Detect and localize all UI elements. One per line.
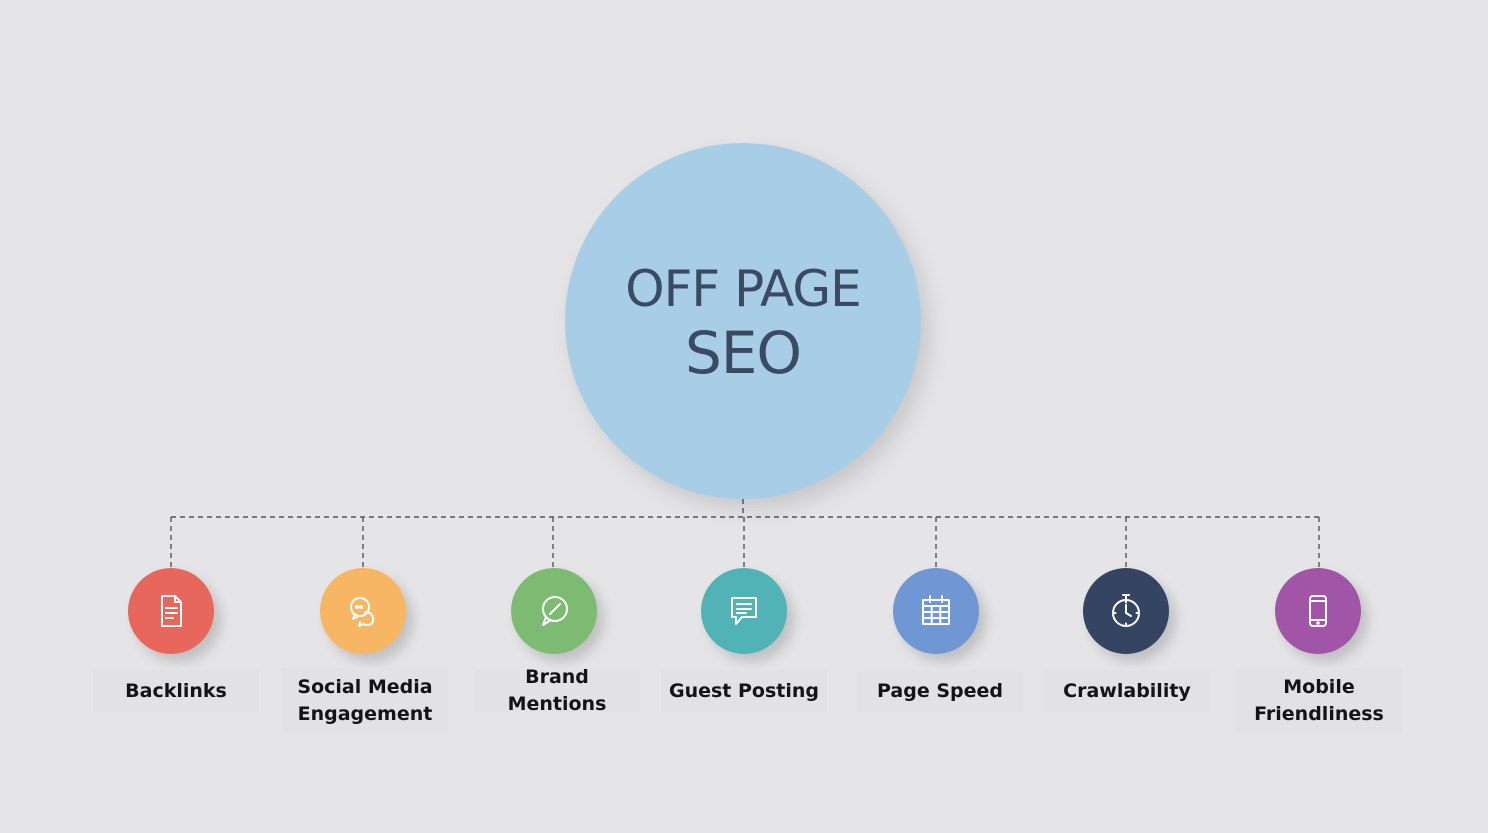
label-box-brand-mentions: Brand Mentions <box>474 666 640 715</box>
node-social-media-engagement <box>320 568 406 654</box>
node-crawlability <box>1083 568 1169 654</box>
node-label: Brand Mentions <box>507 666 607 715</box>
label-box-guest-posting: Guest Posting <box>661 670 827 712</box>
hub-circle: OFF PAGE SEO <box>565 143 921 499</box>
label-box-crawlability: Crawlability <box>1044 670 1210 712</box>
calendar-icon <box>922 595 950 625</box>
message-icon <box>731 597 757 625</box>
node-backlinks <box>128 568 214 654</box>
label-box-page-speed: Page Speed <box>857 670 1023 712</box>
social-chat-icon <box>350 597 375 627</box>
node-label: Backlinks <box>125 679 227 702</box>
node-label: Mobile Friendliness <box>1254 676 1384 725</box>
hub-title-line-2: SEO <box>684 319 802 387</box>
label-box-backlinks: Backlinks <box>93 670 259 712</box>
label-box-mobile-friendliness: Mobile Friendliness <box>1236 668 1402 734</box>
node-brand-mentions <box>511 568 597 654</box>
speech-bubble-icon <box>542 596 568 626</box>
node-page-speed <box>893 568 979 654</box>
node-label: Page Speed <box>877 679 1003 702</box>
node-label: Social Media Engagement <box>297 676 433 725</box>
node-mobile-friendliness <box>1275 568 1361 654</box>
hub-title-line-1: OFF PAGE <box>625 260 861 318</box>
label-box-social-media-engagement: Social Media Engagement <box>282 668 448 734</box>
node-guest-posting <box>701 568 787 654</box>
document-icon <box>161 595 182 627</box>
mobile-phone-icon <box>1309 595 1327 627</box>
node-label: Crawlability <box>1063 679 1191 702</box>
node-label: Guest Posting <box>668 679 820 702</box>
stopwatch-icon <box>1112 594 1140 627</box>
